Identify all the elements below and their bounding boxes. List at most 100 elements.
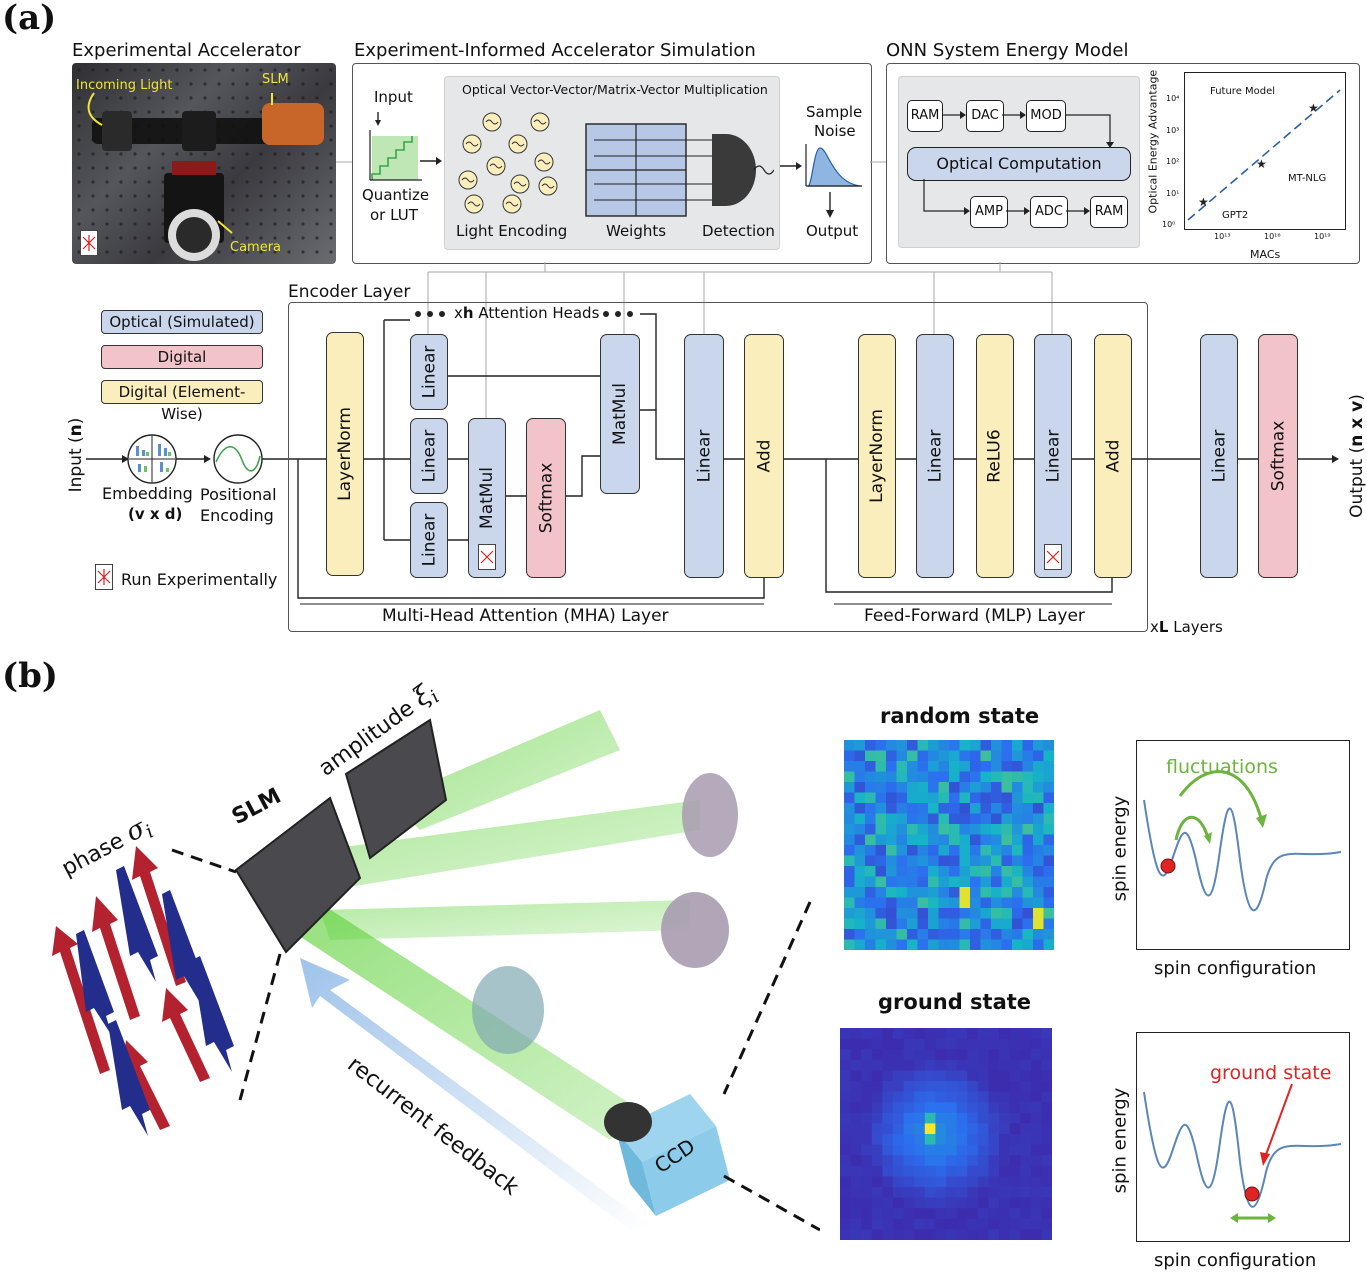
heatmap-cell bbox=[875, 929, 887, 940]
plot-ytick-0: 10⁰ bbox=[1162, 220, 1176, 229]
heatmap-cell bbox=[1012, 771, 1023, 783]
heatmap-cell bbox=[1041, 1038, 1052, 1050]
heatmap-cell bbox=[854, 876, 866, 888]
heatmap-cell bbox=[928, 897, 939, 909]
heatmap-cell bbox=[938, 887, 950, 898]
heatmap-cell bbox=[1030, 1155, 1042, 1167]
heatmap-cell bbox=[1009, 1176, 1021, 1188]
heatmap-cell bbox=[861, 1059, 873, 1071]
heatmap-cell bbox=[865, 939, 876, 950]
heatmap-cell bbox=[1022, 908, 1034, 919]
heatmap-cell bbox=[903, 1187, 915, 1199]
heatmap-cell bbox=[924, 1229, 936, 1240]
heatmap-cell bbox=[1041, 1081, 1052, 1093]
heatmap-cell bbox=[938, 824, 950, 835]
heatmap-cell bbox=[999, 1091, 1011, 1103]
linear-ff1-block: Linear bbox=[916, 334, 954, 578]
heatmap-cell bbox=[956, 1176, 968, 1188]
heatmap-cell bbox=[949, 792, 960, 804]
heatmap-cell bbox=[1033, 908, 1044, 919]
heatmap-cell bbox=[999, 1165, 1011, 1177]
heatmap-cell bbox=[956, 1187, 968, 1199]
heatmap-cell bbox=[1033, 845, 1044, 856]
heatmap-cell bbox=[967, 1176, 979, 1188]
heatmap-cell bbox=[1020, 1176, 1032, 1188]
heatmap-cell bbox=[882, 1123, 894, 1135]
noise-distribution bbox=[780, 144, 862, 218]
heatmap-cell bbox=[949, 845, 960, 856]
heatmap-cell bbox=[967, 1112, 979, 1124]
heatmap-cell bbox=[1001, 876, 1013, 888]
heatmap-cell bbox=[893, 1028, 905, 1040]
heatmap-cell bbox=[914, 1218, 926, 1230]
heatmap-cell bbox=[893, 1102, 905, 1114]
heatmap-cell bbox=[840, 1081, 852, 1093]
heatmap-cell bbox=[970, 803, 981, 814]
heatmap-cell bbox=[980, 939, 992, 950]
heatmap-cell bbox=[1001, 866, 1013, 877]
heatmap-cell bbox=[1030, 1102, 1042, 1114]
heatmap-cell bbox=[924, 1176, 936, 1188]
heatmap-cell bbox=[917, 824, 929, 835]
heatmap-cell bbox=[1022, 845, 1034, 856]
heatmap-cell bbox=[1030, 1218, 1042, 1230]
heatmap-cell bbox=[980, 876, 992, 888]
heatmap-cell bbox=[850, 1091, 862, 1103]
heatmap-cell bbox=[903, 1176, 915, 1188]
heatmap-cell bbox=[1012, 887, 1023, 898]
heatmap-cell bbox=[1043, 876, 1054, 888]
heatmap-cell bbox=[1020, 1028, 1032, 1040]
heatmap-cell bbox=[907, 792, 918, 804]
heatmap-cell bbox=[1041, 1155, 1052, 1167]
sample-label-2: Noise bbox=[814, 122, 856, 140]
heatmap-cell bbox=[850, 1123, 862, 1135]
heatmap-cell bbox=[928, 803, 939, 814]
heatmap-cell bbox=[865, 750, 876, 762]
heatmap-cell bbox=[875, 887, 887, 898]
heatmap-cell bbox=[886, 740, 897, 751]
heatmap-cell bbox=[871, 1144, 883, 1156]
energy-plot: ★ ★ ★ bbox=[1187, 89, 1341, 221]
heatmap-cell bbox=[1020, 1208, 1032, 1220]
ram-out-box: RAM bbox=[1090, 196, 1128, 228]
heatmap-cell bbox=[924, 1144, 936, 1156]
heatmap-cell bbox=[882, 1102, 894, 1114]
heatmap-cell bbox=[977, 1123, 989, 1135]
heatmap-cell bbox=[861, 1208, 873, 1220]
heatmap-cell bbox=[1041, 1176, 1052, 1188]
heatmap-cell bbox=[928, 782, 939, 793]
plot-mt-nlg: MT-NLG bbox=[1288, 173, 1327, 184]
heatmap-cell bbox=[924, 1123, 936, 1135]
plot-future-model: Future Model bbox=[1210, 86, 1276, 97]
heatmap-cell bbox=[1022, 761, 1034, 772]
heatmap-cell bbox=[871, 1155, 883, 1167]
ram-in-box: RAM bbox=[907, 100, 943, 132]
heatmap-cell bbox=[988, 1059, 1000, 1071]
heatmap-cell bbox=[980, 834, 992, 846]
heatmap-cell bbox=[980, 855, 992, 867]
heatmap-cell bbox=[896, 918, 908, 930]
heatmap-cell bbox=[917, 782, 929, 793]
heatmap-cell bbox=[886, 845, 897, 856]
heatmap-cell bbox=[917, 918, 929, 930]
heatmap-cell bbox=[959, 866, 971, 877]
sample-label-1: Sample bbox=[806, 103, 863, 121]
heatmap-cell bbox=[917, 803, 929, 814]
heatmap-cell bbox=[924, 1070, 936, 1082]
heatmap-cell bbox=[896, 897, 908, 909]
heatmap-cell bbox=[977, 1102, 989, 1114]
heatmap-cell bbox=[903, 1218, 915, 1230]
heatmap-cell bbox=[988, 1165, 1000, 1177]
heatmap-cell bbox=[1043, 824, 1054, 835]
heatmap-cell bbox=[907, 929, 918, 940]
panel-a-letter: (a) bbox=[2, 0, 57, 38]
encoder-layer-box bbox=[288, 302, 1148, 632]
heatmap-cell bbox=[935, 1229, 947, 1240]
heatmap-cell bbox=[914, 1187, 926, 1199]
heatmap-cell bbox=[935, 1187, 947, 1199]
heatmap-cell bbox=[882, 1144, 894, 1156]
heatmap-cell bbox=[1009, 1091, 1021, 1103]
heatmap-cell bbox=[854, 771, 866, 783]
heatmap-cell bbox=[991, 813, 1002, 825]
heatmap-cell bbox=[1030, 1197, 1042, 1209]
